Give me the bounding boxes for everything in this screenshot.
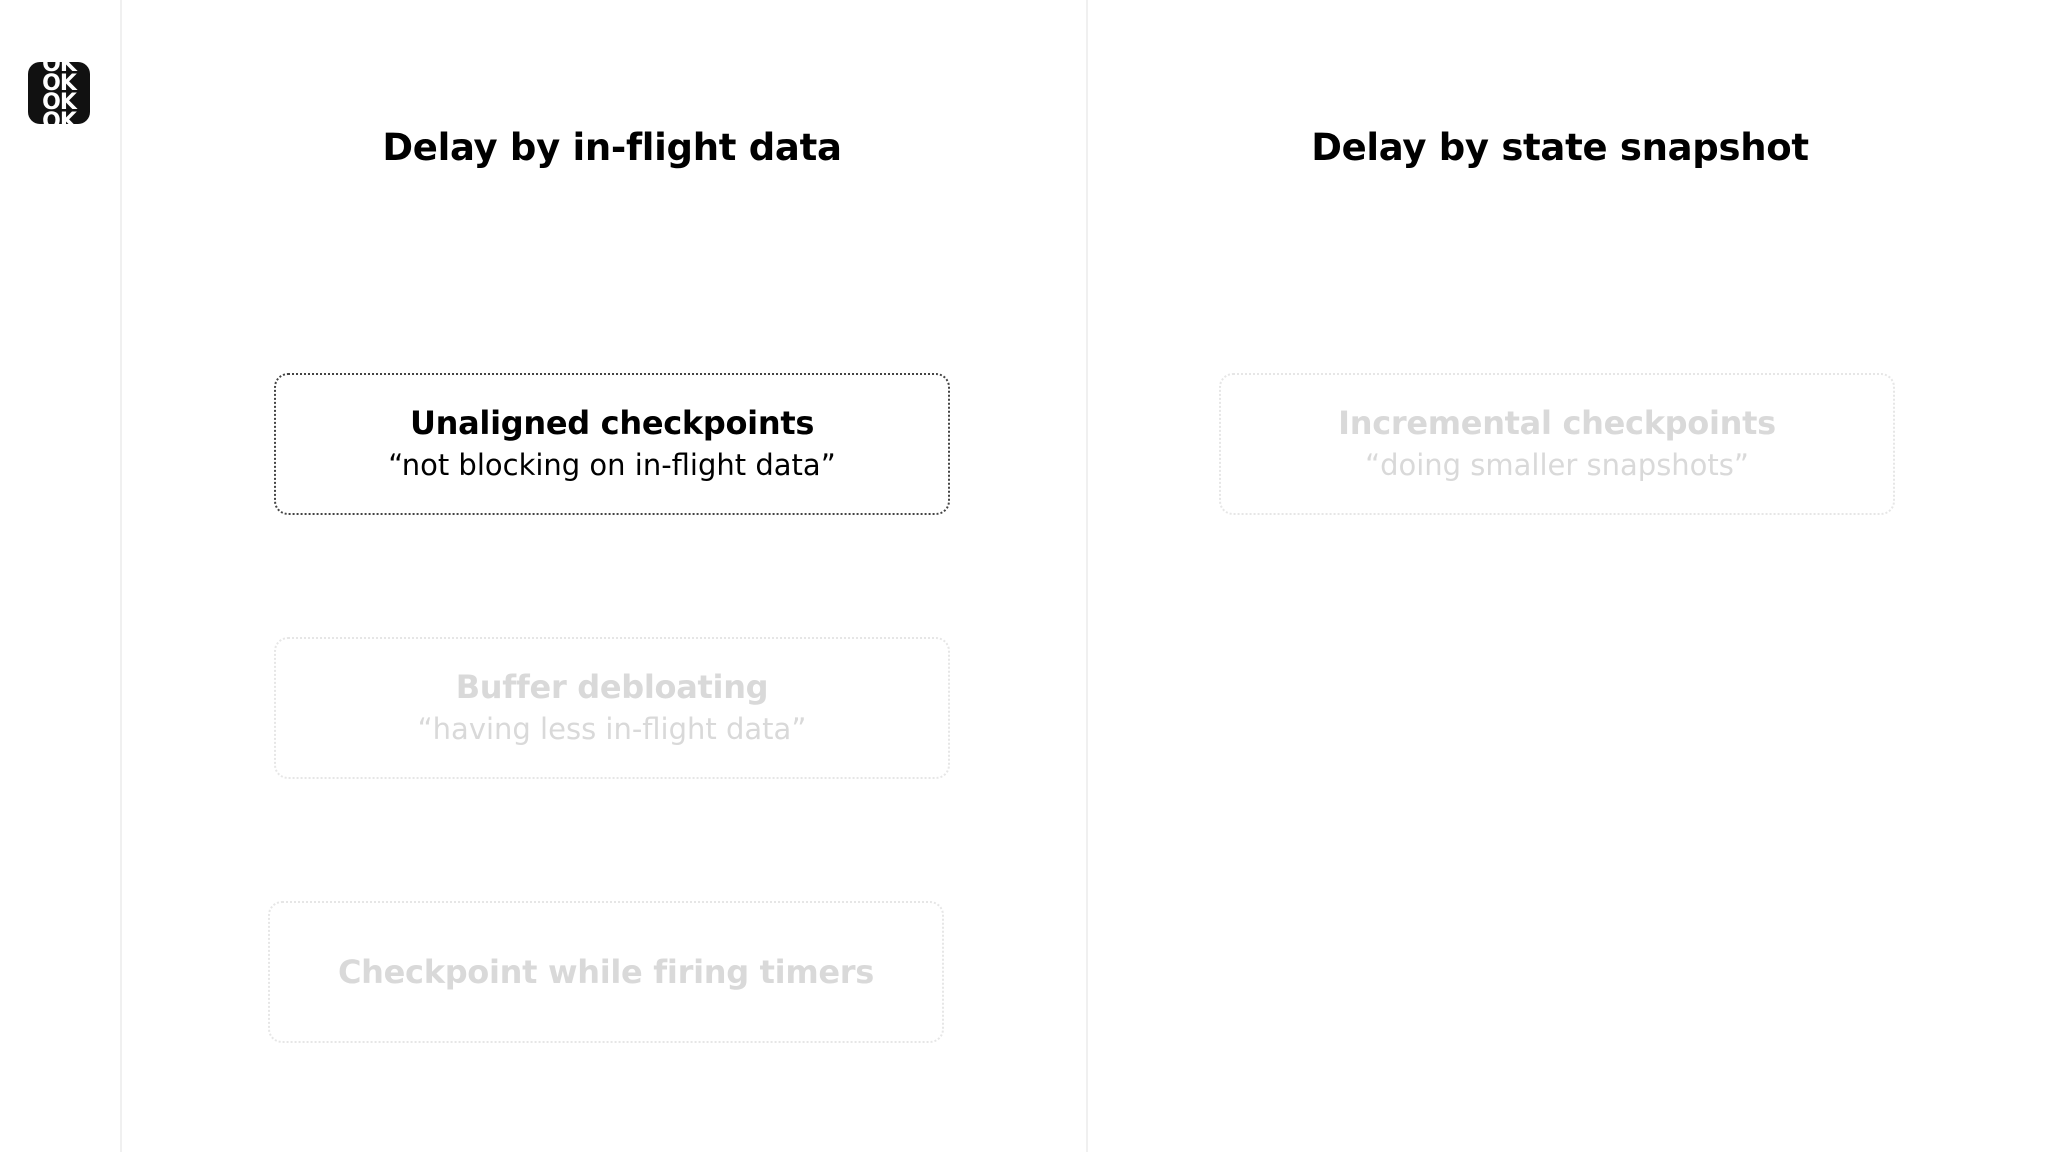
- card-buffer-debloating: Buffer debloating “having less in-flight…: [274, 637, 950, 779]
- logo-text-line: OK: [42, 62, 77, 77]
- card-subtitle: “doing smaller snapshots”: [1365, 448, 1749, 482]
- card-subtitle: “having less in-flight data”: [417, 712, 807, 746]
- card-unaligned-checkpoints: Unaligned checkpoints “not blocking on i…: [274, 373, 950, 515]
- left-column-title: Delay by in-flight data: [382, 126, 842, 169]
- logo-text-line: OK: [42, 109, 77, 125]
- logo-text-line: OK: [42, 71, 77, 96]
- card-incremental-checkpoints: Incremental checkpoints “doing smaller s…: [1219, 373, 1895, 515]
- card-title: Buffer debloating: [455, 668, 769, 706]
- card-title: Incremental checkpoints: [1338, 404, 1776, 442]
- card-checkpoint-while-firing-timers: Checkpoint while firing timers: [268, 901, 944, 1043]
- card-subtitle: “not blocking on in-flight data”: [388, 448, 836, 482]
- logo: OK OK OK OK: [28, 62, 90, 124]
- left-divider: [120, 0, 122, 1152]
- card-title: Checkpoint while firing timers: [337, 953, 875, 991]
- right-column-title: Delay by state snapshot: [1311, 126, 1809, 169]
- column-divider: [1086, 0, 1088, 1152]
- logo-text-line: OK: [42, 90, 77, 115]
- card-title: Unaligned checkpoints: [409, 404, 815, 442]
